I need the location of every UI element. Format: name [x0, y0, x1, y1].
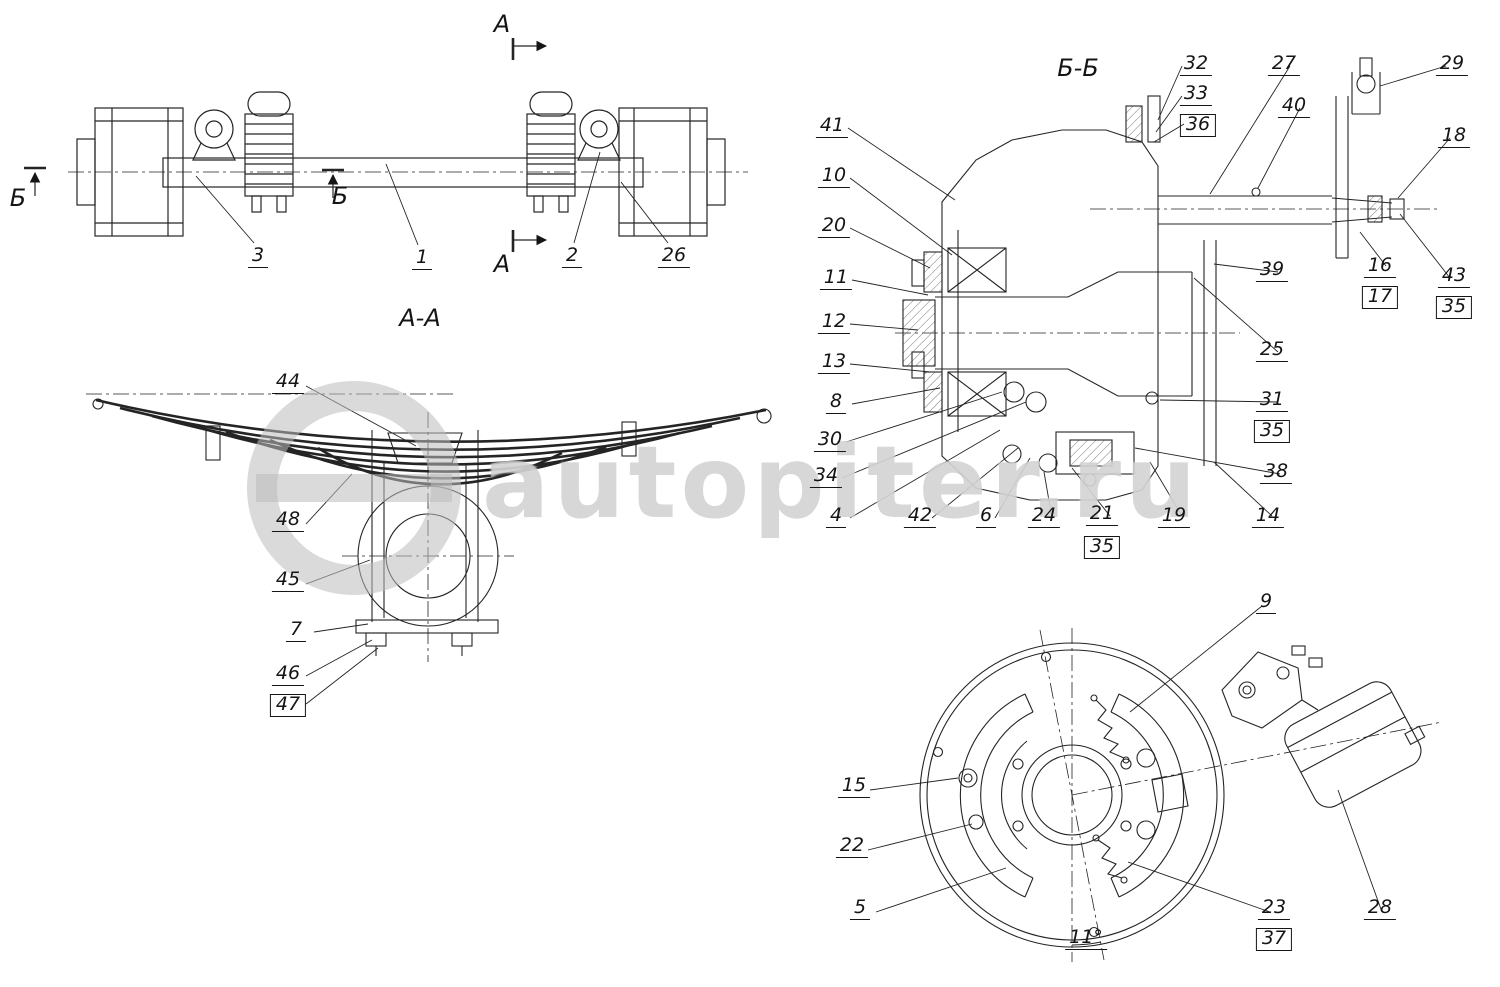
section-cut-marks: [24, 38, 515, 252]
leader-lines-section-bb: [841, 65, 1451, 519]
brake-drum-left: [76, 107, 184, 237]
angle-arc: [1071, 941, 1102, 946]
brake-shoes: [959, 693, 1185, 898]
bottom-bracket: [1002, 391, 1159, 487]
centerlines: [1039, 628, 1443, 962]
axle-tube-section: [935, 240, 1217, 466]
spring-seat-left: [244, 91, 294, 213]
spring-eye: [756, 408, 772, 424]
brake-chamber-right-small: [577, 109, 621, 161]
front-axle-view: [24, 38, 748, 252]
section-b-b-view: [841, 57, 1451, 519]
leaf-spring-pack: [95, 398, 767, 486]
leader-lines-brake-view: [867, 605, 1383, 913]
brake-cam: [1136, 748, 1189, 840]
top-bolt: [1125, 105, 1143, 143]
return-springs: [1090, 694, 1130, 884]
leaf-clamp-right: [621, 421, 637, 457]
slack-adjuster-lever: [1221, 645, 1323, 729]
brake-chamber: [1284, 681, 1426, 808]
section-a-a-view: [86, 385, 772, 705]
anchor-pins: [958, 768, 984, 830]
axle-end-cap: [902, 299, 936, 367]
hub-bearings: [947, 247, 1047, 417]
spring-seat-right: [526, 91, 576, 213]
leader-lines-front-view: [195, 151, 669, 246]
leaf-clamp-left: [205, 425, 221, 461]
arm-end-bracket: [1335, 57, 1381, 259]
axle-beam: [162, 157, 644, 188]
brake-assembly-view: [867, 605, 1443, 962]
brake-chamber-left-small: [192, 109, 236, 161]
leader-lines-section-aa: [305, 385, 417, 705]
steering-arm: [1158, 187, 1405, 225]
